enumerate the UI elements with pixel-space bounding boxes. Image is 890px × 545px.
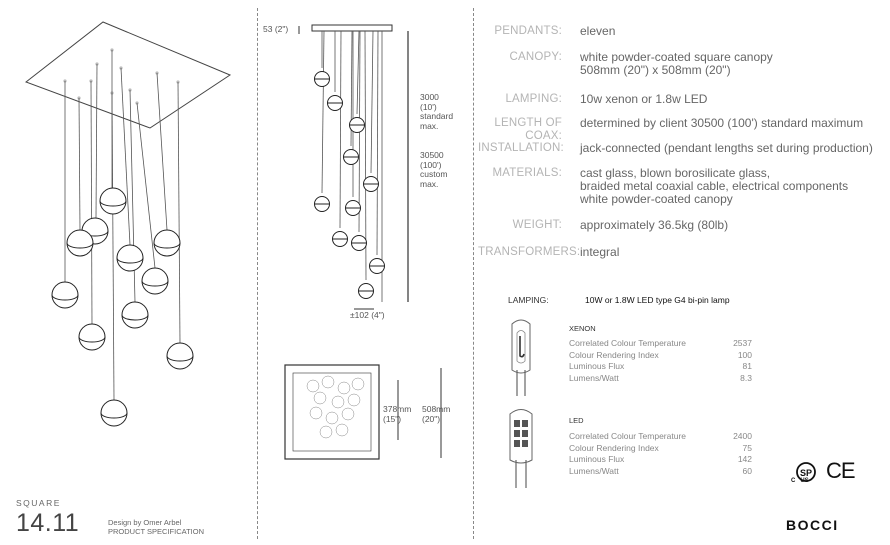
pendant-sphere <box>100 399 128 427</box>
perf-label: Colour Rendering Index <box>569 349 659 360</box>
canopy-height-dim: 53 (2") <box>263 24 289 34</box>
csa-label: C US <box>791 478 809 484</box>
xenon-bulb-icon <box>511 319 531 396</box>
pendant-side <box>332 231 348 247</box>
spec-row-canopy: CANOPY: white powder-coated square canop… <box>478 51 888 77</box>
led-perf-table: Correlated Colour Temperature 2400 Colour… <box>569 431 752 477</box>
spec-value: 10w xenon or 1.8w LED <box>580 92 708 106</box>
pendant-sphere <box>153 229 181 257</box>
pendant-side <box>314 196 330 212</box>
spec-value: jack-connected (pendant lengths set duri… <box>580 141 873 155</box>
perf-label: Lumens/Watt <box>569 465 619 476</box>
pendant-sphere <box>141 267 169 295</box>
perf-row: Colour Rendering Index 100 <box>569 350 752 362</box>
pendant-side <box>314 71 330 87</box>
perf-label: Luminous Flux <box>569 454 625 464</box>
led-title: LED <box>569 416 584 425</box>
perf-row: Luminous Flux 142 <box>569 454 752 466</box>
perf-value: 2537 <box>733 338 752 348</box>
spec-value: approximately 36.5kg (80lb) <box>580 218 729 232</box>
spec-row-materials: MATERIALS: cast glass, blown borosilicat… <box>478 167 888 206</box>
spec-row-transformers: TRANSFORMERS: integral <box>478 246 888 259</box>
perf-value: 2400 <box>733 431 752 441</box>
led-bulb-icon <box>509 409 533 488</box>
perf-value: 60 <box>742 465 752 476</box>
perf-value: 75 <box>742 442 752 453</box>
pendant-sphere <box>99 187 127 215</box>
spec-label: TRANSFORMERS: <box>478 246 581 258</box>
spec-label: MATERIALS: <box>492 167 562 179</box>
perf-value: 81 <box>742 361 752 371</box>
inner-width-dim: 378mm (15") <box>383 404 412 424</box>
spec-label: WEIGHT: <box>512 219 562 231</box>
pendant-sphere <box>51 281 79 309</box>
series-label: SQUARE <box>16 498 61 508</box>
lamping-type: 10W or 1.8W LED type G4 bi-pin lamp <box>585 295 730 305</box>
pendant-side <box>363 176 379 192</box>
perf-value: 100 <box>737 349 752 360</box>
designer-name: Design by Omer Arbel <box>108 518 182 527</box>
pendant-side <box>358 283 374 299</box>
pendant-side <box>369 258 385 274</box>
model-number: 14.11 <box>16 509 80 537</box>
perf-label: Correlated Colour Temperature <box>569 338 687 348</box>
spec-row-installation: INSTALLATION: jack-connected (pendant le… <box>478 142 888 155</box>
doc-type: PRODUCT SPECIFICATION <box>108 527 204 536</box>
csa-certification-icon: SP <box>796 462 816 482</box>
pendant-sphere <box>66 229 94 257</box>
standard-length-dim: 3000 (10') standard max. <box>420 92 454 131</box>
pendant-side <box>349 117 365 133</box>
spec-value: integral <box>580 245 620 259</box>
spec-row-coax: LENGTH OF COAX: determined by client 305… <box>478 117 888 143</box>
spec-label: INSTALLATION: <box>478 142 564 154</box>
pendant-sphere <box>121 301 149 329</box>
perf-value: 142 <box>737 454 752 464</box>
separator-left <box>257 8 258 539</box>
pendant-side <box>351 235 367 251</box>
spec-label: CANOPY: <box>509 51 562 63</box>
spec-row-pendants: PENDANTS: eleven <box>478 25 888 38</box>
spec-value: determined by client 30500 (100') standa… <box>580 116 864 130</box>
xenon-perf-table: Correlated Colour Temperature 2537 Colour… <box>569 338 752 384</box>
pendant-sphere <box>166 342 194 370</box>
spread-dim: ±102 (4") <box>350 310 385 320</box>
xenon-title: XENON <box>569 324 596 333</box>
perf-row: Colour Rendering Index 75 <box>569 443 752 455</box>
designer-credit: Design by Omer Arbel PRODUCT SPECIFICATI… <box>108 518 204 536</box>
perf-label: Correlated Colour Temperature <box>569 431 687 441</box>
spec-label: LAMPING: <box>505 93 562 105</box>
spec-label: PENDANTS: <box>494 25 562 37</box>
perf-label: Luminous Flux <box>569 361 625 371</box>
canopy-perspective <box>24 21 232 129</box>
perf-row: Luminous Flux 81 <box>569 361 752 373</box>
perf-row: Correlated Colour Temperature 2537 <box>569 338 752 350</box>
perf-label: Colour Rendering Index <box>569 442 659 453</box>
elevation-drawing <box>284 24 442 460</box>
plan-view <box>284 364 380 460</box>
pendant-side <box>345 200 361 216</box>
ce-mark: CE <box>826 458 856 483</box>
spec-value: cast glass, blown borosilicate glass, br… <box>580 166 849 206</box>
svg-text:SP: SP <box>800 468 812 478</box>
lamping-label: LAMPING: <box>508 295 549 305</box>
spec-row-lamping: LAMPING: 10w xenon or 1.8w LED <box>478 93 888 106</box>
perf-value: 8.3 <box>740 372 752 383</box>
spec-label: LENGTH OF COAX: <box>494 117 562 142</box>
pendant-sphere <box>116 244 144 272</box>
custom-length-dim: 30500 (100') custom max. <box>420 150 448 189</box>
pendant-sphere <box>78 323 106 351</box>
pendant-side <box>327 95 343 111</box>
pendant-side <box>343 149 359 165</box>
perf-row: Lumens/Watt 8.3 <box>569 373 752 385</box>
perf-label: Lumens/Watt <box>569 372 619 383</box>
spec-row-weight: WEIGHT: approximately 36.5kg (80lb) <box>478 219 888 232</box>
brand-logo: BOCCI <box>786 517 839 533</box>
perspective-illustration <box>24 21 232 427</box>
perf-row: Lumens/Watt 60 <box>569 466 752 478</box>
perf-row: Correlated Colour Temperature 2400 <box>569 431 752 443</box>
outer-width-dim: 508mm (20") <box>422 404 451 424</box>
spec-value: eleven <box>580 24 616 38</box>
separator-right <box>473 8 474 539</box>
spec-value: white powder-coated square canopy 508mm … <box>580 50 773 77</box>
